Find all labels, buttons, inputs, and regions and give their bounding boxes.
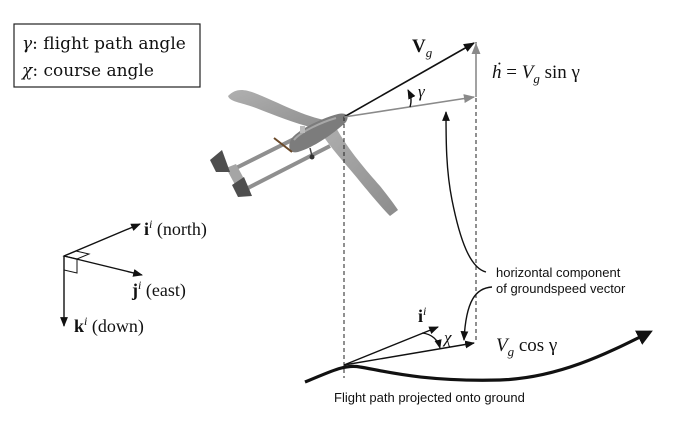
wing-left (228, 90, 338, 132)
callout-text-line1: horizontal component (496, 265, 621, 280)
inertial-frame: ii (north) ji (east) ki (down) (60, 217, 207, 337)
north-label: ii (north) (144, 217, 207, 240)
legend-box: γ: flight path angle χ: course angle (13, 23, 201, 88)
fuselage-highlight (293, 117, 337, 141)
ground-flight-path (304, 330, 653, 384)
propeller (273, 137, 293, 153)
gamma-arc (407, 89, 416, 108)
tail-fin-right (232, 177, 252, 197)
groundspeed-label: Vg (412, 36, 433, 60)
gamma-label: γ (418, 82, 426, 101)
landing-gear-wheel (309, 154, 315, 160)
wing-right (318, 124, 398, 216)
callout-text-line2: of groundspeed vector (496, 281, 626, 296)
aircraft-illustration (210, 90, 398, 216)
chi-label: χ (442, 328, 452, 347)
groundspeed-vector (343, 42, 475, 118)
right-angle-marker-side (63, 255, 78, 274)
callout-arrow-lower (460, 286, 493, 341)
chi-arc (421, 332, 442, 349)
east-label: ji (east) (131, 278, 186, 301)
legend-item-gamma: γ: flight path angle (22, 34, 186, 54)
antenna (300, 126, 305, 133)
legend-item-chi: χ: course angle (21, 61, 154, 81)
ground-north-label: ii (418, 304, 426, 326)
tail-fin-left (210, 150, 230, 172)
horizontal-projection-vector (343, 94, 476, 118)
ground-path-caption: Flight path projected onto ground (334, 390, 525, 405)
callout-arrow-upper (442, 111, 487, 273)
down-label: ki (down) (74, 314, 144, 337)
fuselage (289, 113, 348, 153)
vertical-rate-equation: ḣ = Vg sin γ (492, 62, 580, 86)
tail-boom-lower (243, 144, 331, 192)
horizontal-speed-label: Vg cos γ (496, 335, 557, 359)
legend-border (13, 23, 201, 88)
ground-horizontal-vector (343, 340, 475, 366)
